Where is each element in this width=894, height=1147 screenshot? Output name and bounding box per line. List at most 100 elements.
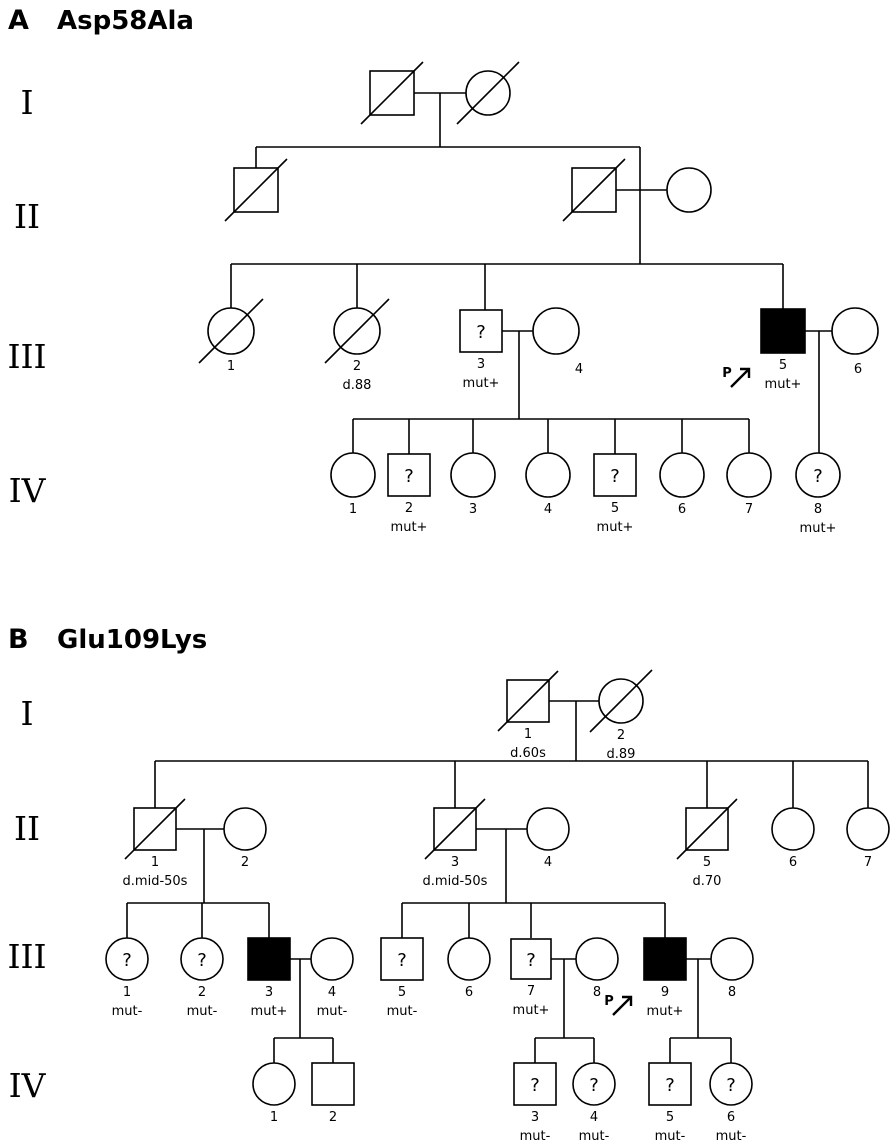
individual-number: 7 (864, 855, 872, 870)
female-symbol (447, 937, 491, 981)
female-circle-b-iii-8a (575, 937, 619, 981)
female-circle-b-ii-4 (526, 807, 570, 851)
individual-number: 3 (451, 855, 459, 870)
male-symbol (247, 937, 291, 981)
deceased-slash (224, 158, 288, 222)
female-symbol (846, 807, 890, 851)
male-symbol (643, 937, 687, 981)
individual-annotation: d.89 (607, 747, 636, 762)
panel-letter: B (8, 624, 29, 655)
male-square-a-ii-1 (224, 158, 288, 222)
individual-number: 2 (198, 985, 206, 1000)
individual-number: 2 (353, 359, 361, 374)
female-symbol (771, 807, 815, 851)
female-symbol (526, 807, 570, 851)
panel-title: Asp58Ala (57, 6, 194, 36)
male-square-a-iv-5 (593, 453, 637, 497)
individual-annotation: mut- (716, 1129, 747, 1144)
individual-number: 6 (854, 362, 862, 377)
unknown-status-mark: ? (589, 1075, 599, 1096)
female-symbol (659, 452, 705, 498)
generation-label: II (14, 809, 40, 848)
generation-label: I (20, 83, 33, 122)
proband-marker: P (722, 366, 732, 381)
proband-marker: P (604, 994, 614, 1009)
female-symbol (525, 452, 571, 498)
female-circle-a-i-2 (456, 61, 520, 125)
panel-title: Glu109Lys (57, 625, 207, 655)
individual-number: 2 (241, 855, 249, 870)
unknown-status-mark: ? (197, 950, 207, 971)
individual-number: 2 (617, 728, 625, 743)
individual-number: 1 (227, 359, 235, 374)
male-symbol (760, 308, 806, 354)
female-symbol (709, 1062, 753, 1106)
male-symbol (311, 1062, 355, 1106)
male-square-b-iii-7 (510, 938, 552, 980)
female-circle-b-ii-6 (771, 807, 815, 851)
unknown-status-mark: ? (530, 1075, 540, 1096)
individual-annotation: mut+ (513, 1003, 550, 1018)
female-circle-b-iv-1 (252, 1062, 296, 1106)
individual-number: 4 (328, 985, 336, 1000)
female-symbol (572, 1062, 616, 1106)
female-symbol (666, 167, 712, 213)
individual-number: 5 (666, 1110, 674, 1125)
individual-number: 7 (745, 502, 753, 517)
male-symbol (380, 937, 424, 981)
individual-number: 5 (703, 855, 711, 870)
female-circle-b-iv-4 (572, 1062, 616, 1106)
deceased-slash (676, 798, 738, 860)
male-square-b-ii-5 (676, 798, 738, 860)
individual-annotation: d.60s (510, 746, 546, 761)
individual-annotation: d.88 (343, 378, 372, 393)
individual-annotation: mut+ (463, 376, 500, 391)
male-square-b-i-1 (497, 670, 559, 732)
female-symbol (831, 307, 879, 355)
female-symbol (726, 452, 772, 498)
female-circle-a-ii-3 (666, 167, 712, 213)
individual-number: 5 (611, 501, 619, 516)
individual-number: 5 (779, 358, 787, 373)
generation-label: III (7, 937, 46, 976)
unknown-status-mark: ? (610, 466, 620, 487)
female-symbol (252, 1062, 296, 1106)
female-circle-a-iv-8 (795, 452, 841, 498)
unknown-status-mark: ? (665, 1075, 675, 1096)
male-square-b-iii-5 (380, 937, 424, 981)
individual-annotation: mut- (387, 1004, 418, 1019)
individual-annotation: mut+ (647, 1004, 684, 1019)
individual-number: 6 (789, 855, 797, 870)
individual-annotation: mut- (317, 1004, 348, 1019)
male-square-a-iii-5 (760, 308, 806, 354)
individual-annotation: mut- (579, 1129, 610, 1144)
individual-number: 3 (265, 985, 273, 1000)
unknown-status-mark: ? (476, 322, 486, 343)
individual-annotation: d.mid-50s (123, 874, 188, 889)
unknown-status-mark: ? (397, 950, 407, 971)
female-circle-a-iv-1 (330, 452, 376, 498)
individual-number: 1 (123, 985, 131, 1000)
deceased-slash (562, 158, 626, 222)
individual-number: 5 (398, 985, 406, 1000)
unknown-status-mark: ? (726, 1075, 736, 1096)
individual-number: 4 (590, 1110, 598, 1125)
unknown-status-mark: ? (122, 950, 132, 971)
female-circle-a-iii-4 (532, 307, 580, 355)
individual-number: 3 (531, 1110, 539, 1125)
male-square-b-iii-3 (247, 937, 291, 981)
male-square-a-iii-3 (459, 309, 503, 353)
female-circle-a-iii-2 (324, 298, 390, 364)
individual-number: 9 (661, 985, 669, 1000)
individual-number: 8 (728, 985, 736, 1000)
individual-number: 3 (477, 357, 485, 372)
proband-arrowhead (740, 367, 751, 378)
male-symbol (593, 453, 637, 497)
male-symbol (513, 1062, 557, 1106)
male-square-a-i-1 (360, 61, 424, 125)
individual-annotation: mut+ (800, 521, 837, 536)
generation-label: II (14, 197, 40, 236)
individual-number: 2 (405, 501, 413, 516)
